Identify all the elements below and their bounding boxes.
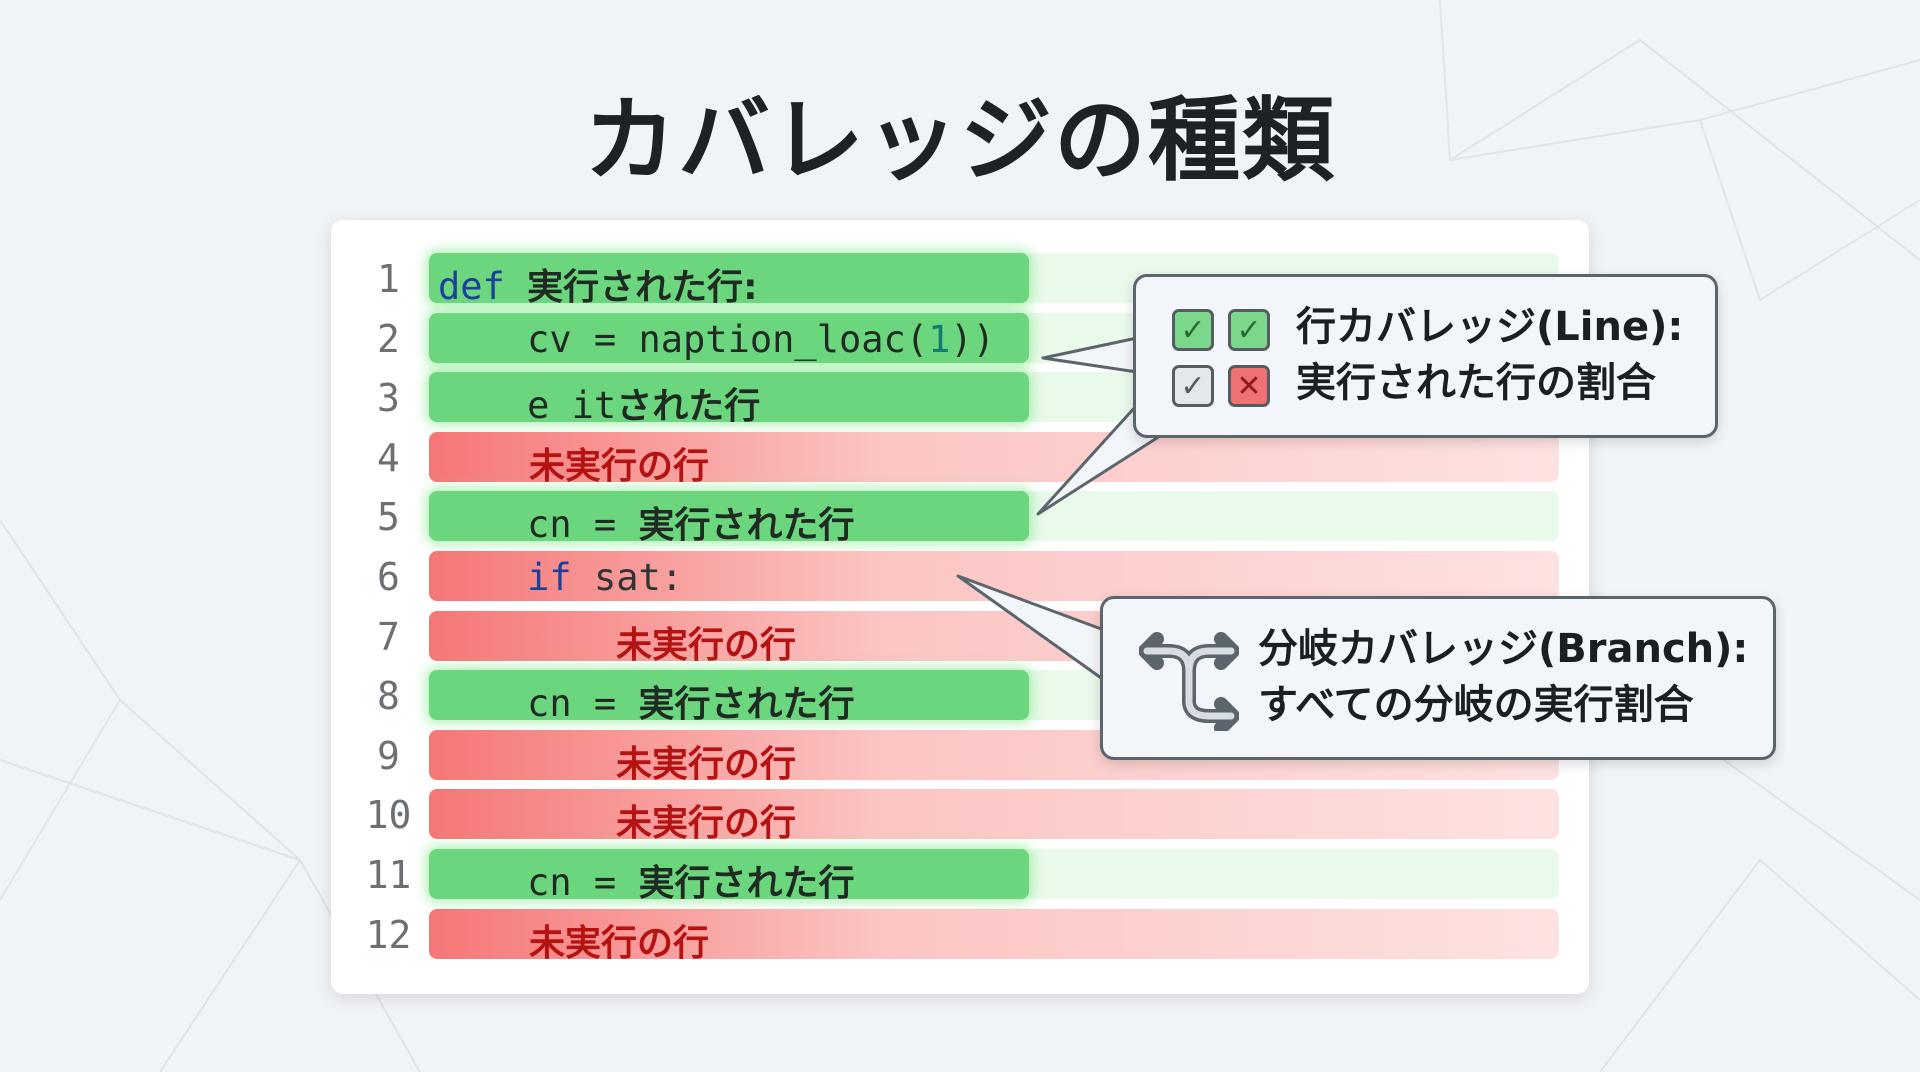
code-token: 未実行の行 xyxy=(529,922,710,964)
coverage-highlight xyxy=(429,372,1029,423)
check-icon: ✓ xyxy=(1228,309,1270,351)
code-text: 未実行の行 xyxy=(529,437,709,489)
line-number: 7 xyxy=(377,614,400,659)
code-token: 未実行の行 xyxy=(529,445,710,487)
code-token: cn = xyxy=(438,861,639,904)
code-token: 実行された行 xyxy=(638,505,855,547)
line-number: 2 xyxy=(377,316,400,361)
line-number: 5 xyxy=(377,495,400,540)
branch-arrows-icon xyxy=(1139,632,1239,731)
line-number: 4 xyxy=(377,435,400,480)
code-line-uncovered: 6 if sat: xyxy=(331,551,1589,601)
code-token: 未実行の行 xyxy=(616,624,797,666)
code-text: cn = 実行された行 xyxy=(438,854,855,906)
code-text: 未実行の行 xyxy=(616,735,796,787)
code-token: )) xyxy=(950,317,995,361)
line-number: 10 xyxy=(365,793,412,838)
code-text: cv = naption_loac(1)) xyxy=(438,318,995,361)
code-line-covered: 5 cn = 実行された行 xyxy=(331,491,1589,546)
line-number: 11 xyxy=(365,853,412,897)
code-token: 実行された行 xyxy=(638,684,855,726)
code-token: if xyxy=(527,556,572,599)
code-token: 未実行の行 xyxy=(616,743,797,785)
coverage-highlight xyxy=(429,312,1029,363)
coverage-highlight xyxy=(429,908,1559,959)
code-token: def xyxy=(438,265,528,308)
line-number: 9 xyxy=(377,733,400,778)
line-number: 12 xyxy=(365,912,412,957)
coverage-highlight xyxy=(429,789,1559,840)
code-token: 1 xyxy=(928,317,951,361)
code-text: cn = 実行された行 xyxy=(438,675,855,727)
line-number: 3 xyxy=(377,376,400,421)
branch-coverage-desc: すべての分岐の実行割合 xyxy=(1258,682,1694,728)
code-text: 未実行の行 xyxy=(616,616,796,668)
code-text: cn = 実行された行 xyxy=(438,496,855,548)
line-coverage-title: 行カバレッジ(Line): xyxy=(1296,304,1684,350)
check-icon: ✓ xyxy=(1172,365,1214,407)
page-title: カバレッジの種類 xyxy=(583,87,1336,194)
code-text: e itされた行 xyxy=(438,377,760,429)
code-line-uncovered: 4 未実行の行 xyxy=(331,431,1589,487)
code-text: 未実行の行 xyxy=(529,914,709,966)
code-token: された行 xyxy=(616,386,761,428)
code-text: 未実行の行 xyxy=(616,794,796,846)
code-token: cn = xyxy=(438,503,639,547)
code-token xyxy=(438,556,527,599)
line-number: 6 xyxy=(377,555,400,599)
code-line-uncovered: 12 未実行の行 xyxy=(331,908,1589,964)
code-token: e it xyxy=(438,384,617,428)
coverage-highlight xyxy=(429,491,1029,542)
code-token: 実行された行: xyxy=(527,267,758,308)
code-token: cv = naption_loac( xyxy=(438,317,929,361)
line-number: 1 xyxy=(377,257,400,301)
code-token: sat: xyxy=(571,556,684,599)
coverage-highlight xyxy=(429,849,1029,899)
line-coverage-desc: 実行された行の割合 xyxy=(1296,360,1656,406)
coverage-highlight xyxy=(429,431,1559,482)
code-text: def 実行された行: xyxy=(438,258,758,310)
code-line-covered: 11 cn = 実行された行 xyxy=(331,849,1589,904)
line-coverage-callout: ✓ ✓ ✓ ✕ 行カバレッジ(Line): 実行された行の割合 xyxy=(1133,274,1718,438)
coverage-highlight xyxy=(429,670,1029,721)
coverage-highlight xyxy=(429,253,1029,303)
code-token: cn = xyxy=(438,682,639,726)
branch-coverage-callout: 分岐カバレッジ(Branch): すべての分岐の実行割合 xyxy=(1100,596,1776,760)
check-icon: ✓ xyxy=(1172,309,1214,351)
code-text: if sat: xyxy=(438,556,683,599)
line-number: 8 xyxy=(377,674,400,719)
branch-coverage-title: 分岐カバレッジ(Branch): xyxy=(1258,626,1749,672)
x-icon: ✕ xyxy=(1228,365,1270,407)
code-line-uncovered: 10 未実行の行 xyxy=(331,789,1589,844)
code-token: 未実行の行 xyxy=(616,803,797,845)
code-token: 実行された行 xyxy=(638,863,855,904)
